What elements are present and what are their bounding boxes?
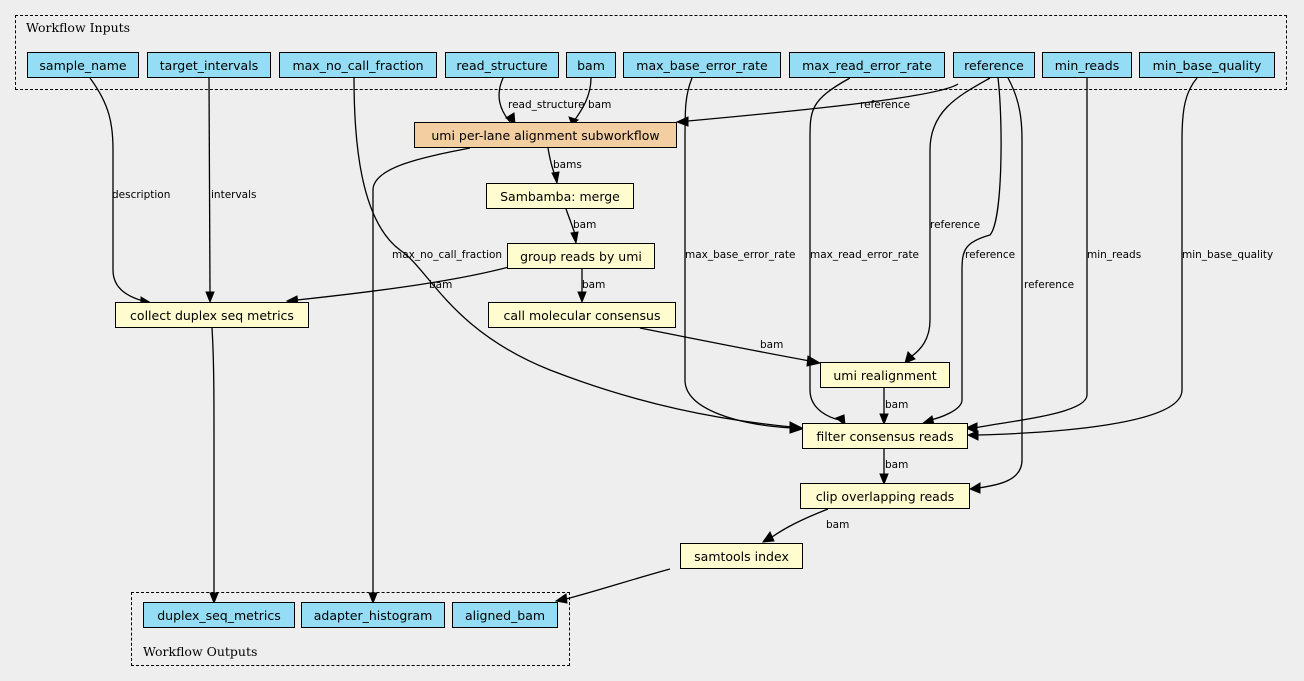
edge-label-bam-realign: bam [760,339,783,351]
edge-label-reference-realign: reference [930,219,980,231]
step-clip-overlapping-reads: clip overlapping reads [800,483,970,509]
input-min-base-quality: min_base_quality [1139,52,1275,78]
edge-aligned-bam [565,568,671,600]
edge-label-read-structure: read_structure [508,99,585,111]
edge-max-read-error-rate [809,77,851,421]
step-umi-realignment: umi realignment [820,362,950,388]
edge-label-intervals: intervals [211,189,257,201]
edge-arrowhead [205,291,215,304]
edge-label-max-no-call-fraction: max_no_call_fraction [392,249,502,261]
workflow-inputs-cluster [15,15,1287,90]
edge-label-max-base-error-rate: max_base_error_rate [685,249,795,261]
edge-arrowhead [675,116,689,127]
step-samtools-index: samtools index [680,543,803,569]
workflow-outputs-title: Workflow Outputs [143,644,258,659]
edge-duplex-seq-metrics [211,327,215,594]
edge-label-bam-index: bam [826,519,849,531]
output-duplex-seq-metrics: duplex_seq_metrics [143,602,295,628]
step-group-reads-by-umi: group reads by umi [507,243,655,269]
edge-label-bam-metrics: bam [429,279,452,291]
edge-reference-subworkflow [687,83,959,122]
edge-label-bams: bams [553,159,582,171]
edge-label-bam-consensus: bam [582,279,605,291]
step-call-molecular-consensus: call molecular consensus [488,302,676,328]
input-target-intervals: target_intervals [147,52,271,78]
edge-description [89,77,144,302]
edge-label-reference-filter: reference [965,249,1015,261]
edge-arrowhead [966,430,979,441]
input-max-read-error-rate: max_read_error_rate [789,52,945,78]
edge-arrowhead [209,592,219,605]
edge-arrowhead [879,413,889,426]
edge-label-min-base-quality: min_base_quality [1182,249,1273,261]
edge-arrowhead [964,422,978,434]
edge-label-bam-filter: bam [885,399,908,411]
edge-bam-clip-index [771,508,829,538]
step-umi-per-lane-alignment-subworkflow: umi per-lane alignment subworkflow [414,122,677,148]
edge-bam-group-metrics [296,266,510,301]
edge-intervals [208,77,211,293]
output-adapter-histogram: adapter_histogram [301,602,445,628]
output-aligned-bam: aligned_bam [452,602,558,628]
input-reference: reference [953,52,1035,78]
workflow-outputs-cluster [131,592,570,666]
edge-arrowhead [577,291,587,304]
edge-arrowhead [505,112,516,125]
edge-arrowhead [761,530,775,543]
edge-arrowhead [551,171,560,185]
workflow-inputs-title: Workflow Inputs [26,20,131,35]
step-collect-duplex-seq-metrics: collect duplex seq metrics [115,302,309,328]
edge-arrowhead [570,231,579,245]
edge-arrowhead [368,592,378,605]
step-filter-consensus-reads: filter consensus reads [802,423,968,449]
edge-arrowhead [904,351,916,364]
edge-reference-filter [929,77,1002,421]
edge-reference-clip [977,77,1023,489]
edge-label-min-reads: min_reads [1087,249,1141,261]
edge-arrowhead [554,593,568,604]
step-sambamba-merge: Sambamba: merge [486,183,634,209]
input-bam: bam [566,52,616,78]
input-max-base-error-rate: max_base_error_rate [623,52,781,78]
edge-reference-realign [911,77,991,357]
input-min-reads: min_reads [1042,52,1132,78]
input-max-no-call-fraction: max_no_call_fraction [279,52,437,78]
edge-arrowhead [806,355,822,367]
edge-label-description: description [112,189,170,201]
edge-adapter-histogram [372,147,471,594]
edge-max-base-error-rate [684,77,793,429]
edge-bam [573,77,592,122]
edge-max-no-call-fraction [353,77,793,428]
edge-label-bam: bam [588,99,611,111]
edge-bam-consensus-realign [639,327,811,362]
edge-arrowhead [968,482,981,494]
input-sample-name: sample_name [27,52,139,78]
edge-arrowhead [834,414,846,427]
edge-min-reads [974,78,1088,429]
input-read-structure: read_structure [445,52,559,78]
edge-label-reference: reference [860,99,910,111]
edge-arrowhead [879,473,889,486]
edge-label-bam-merge: bam [573,219,596,231]
edge-min-base-quality [977,77,1198,436]
edge-label-bam-clip: bam [885,459,908,471]
edge-arrowhead [789,422,804,434]
edge-label-max-read-error-rate: max_read_error_rate [810,249,919,261]
edge-label-reference-clip: reference [1024,279,1074,291]
